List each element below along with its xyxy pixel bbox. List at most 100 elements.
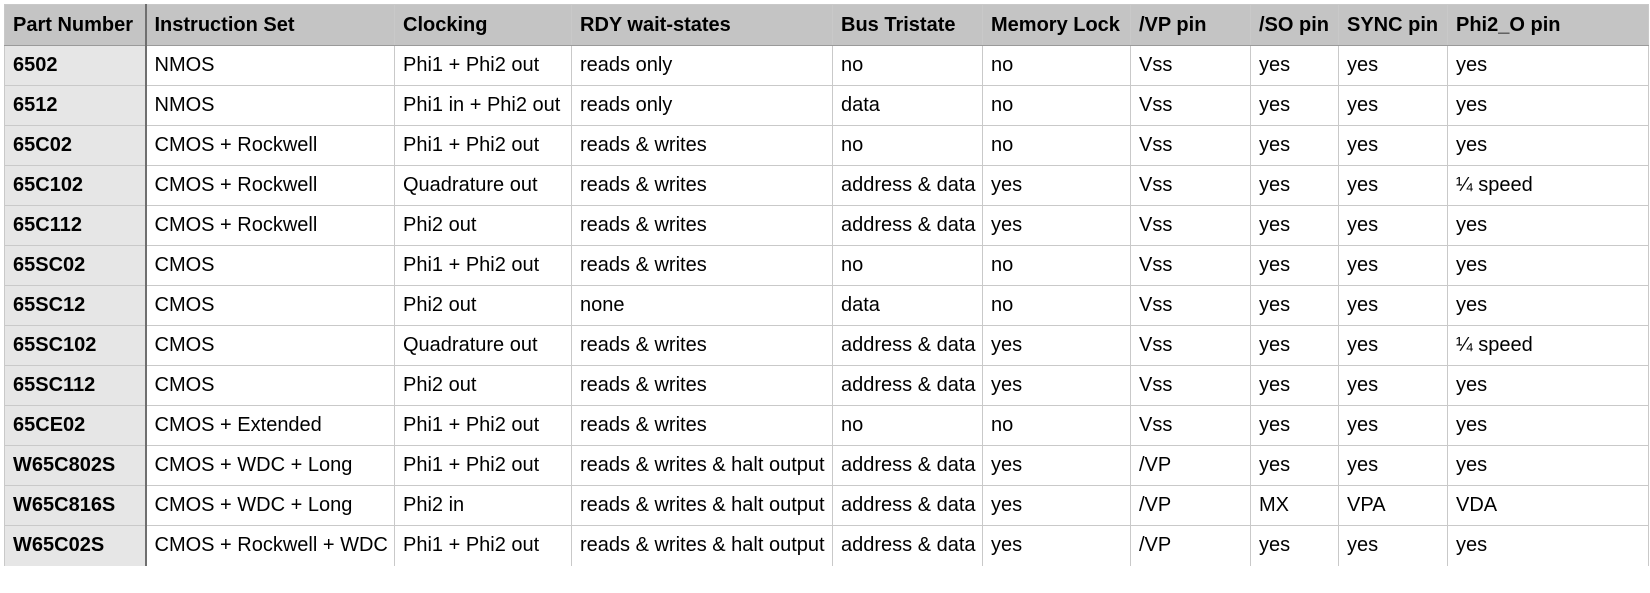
cell-vp-pin: Vss — [1130, 365, 1251, 406]
cell-sync-pin: yes — [1338, 45, 1448, 86]
cell-vp-pin: Vss — [1130, 245, 1251, 286]
cell-phi2-o-pin: yes — [1447, 445, 1649, 486]
cell-bus-tristate: no — [832, 245, 983, 286]
column-header-so-pin: /SO pin — [1250, 4, 1339, 46]
cell-instruction-set: CMOS + Rockwell — [145, 125, 395, 166]
cell-so-pin: yes — [1250, 445, 1339, 486]
cell-phi2-o-pin: yes — [1447, 405, 1649, 446]
cell-instruction-set: CMOS + Rockwell — [145, 205, 395, 246]
cell-phi2-o-pin: yes — [1447, 285, 1649, 326]
cell-rdy-wait-states: reads only — [571, 85, 833, 126]
cell-rdy-wait-states: reads & writes — [571, 125, 833, 166]
cell-phi2-o-pin: yes — [1447, 245, 1649, 286]
cell-rdy-wait-states: none — [571, 285, 833, 326]
cell-vp-pin: Vss — [1130, 205, 1251, 246]
cell-part-number: W65C02S — [4, 525, 147, 566]
cell-bus-tristate: address & data — [832, 525, 983, 566]
cell-instruction-set: CMOS + Rockwell + WDC — [145, 525, 395, 566]
cell-sync-pin: yes — [1338, 205, 1448, 246]
cell-sync-pin: yes — [1338, 325, 1448, 366]
cell-so-pin: yes — [1250, 165, 1339, 206]
cell-bus-tristate: address & data — [832, 445, 983, 486]
cell-phi2-o-pin: yes — [1447, 85, 1649, 126]
cell-memory-lock: yes — [982, 165, 1131, 206]
column-header-bus-tristate: Bus Tristate — [832, 4, 983, 46]
cell-instruction-set: CMOS + WDC + Long — [145, 445, 395, 486]
cell-phi2-o-pin: yes — [1447, 365, 1649, 406]
cell-phi2-o-pin: yes — [1447, 525, 1649, 566]
cell-so-pin: yes — [1250, 405, 1339, 446]
cell-instruction-set: CMOS — [145, 365, 395, 406]
column-header-memory-lock: Memory Lock — [982, 4, 1131, 46]
cell-clocking: Quadrature out — [394, 325, 572, 366]
cell-clocking: Phi2 out — [394, 365, 572, 406]
cell-part-number: 65SC102 — [4, 325, 147, 366]
cell-vp-pin: Vss — [1130, 405, 1251, 446]
cell-clocking: Phi1 + Phi2 out — [394, 125, 572, 166]
cell-bus-tristate: data — [832, 285, 983, 326]
cell-sync-pin: yes — [1338, 125, 1448, 166]
cell-sync-pin: VPA — [1338, 485, 1448, 526]
cell-instruction-set: NMOS — [145, 85, 395, 126]
cell-clocking: Phi2 out — [394, 205, 572, 246]
cell-memory-lock: no — [982, 245, 1131, 286]
column-header-instruction-set: Instruction Set — [145, 4, 395, 46]
cell-memory-lock: yes — [982, 205, 1131, 246]
cell-instruction-set: CMOS — [145, 245, 395, 286]
cell-bus-tristate: data — [832, 85, 983, 126]
cell-so-pin: yes — [1250, 45, 1339, 86]
cell-part-number: 65SC112 — [4, 365, 147, 406]
cell-sync-pin: yes — [1338, 85, 1448, 126]
cell-instruction-set: CMOS + Rockwell — [145, 165, 395, 206]
cell-bus-tristate: no — [832, 125, 983, 166]
cell-clocking: Phi1 + Phi2 out — [394, 245, 572, 286]
column-header-sync-pin: SYNC pin — [1338, 4, 1448, 46]
cell-rdy-wait-states: reads & writes — [571, 325, 833, 366]
cell-phi2-o-pin: ¼ speed — [1447, 165, 1649, 206]
column-header-vp-pin: /VP pin — [1130, 4, 1251, 46]
cell-clocking: Phi2 in — [394, 485, 572, 526]
cell-clocking: Phi1 in + Phi2 out — [394, 85, 572, 126]
cell-instruction-set: CMOS — [145, 285, 395, 326]
cell-part-number: W65C816S — [4, 485, 147, 526]
cell-vp-pin: Vss — [1130, 125, 1251, 166]
cell-so-pin: yes — [1250, 85, 1339, 126]
cell-rdy-wait-states: reads & writes — [571, 245, 833, 286]
cell-instruction-set: CMOS + WDC + Long — [145, 485, 395, 526]
cell-bus-tristate: no — [832, 45, 983, 86]
cell-bus-tristate: address & data — [832, 485, 983, 526]
cell-part-number: 65C02 — [4, 125, 147, 166]
cell-so-pin: yes — [1250, 325, 1339, 366]
cell-vp-pin: Vss — [1130, 45, 1251, 86]
cell-sync-pin: yes — [1338, 525, 1448, 566]
cell-so-pin: yes — [1250, 245, 1339, 286]
cell-phi2-o-pin: yes — [1447, 205, 1649, 246]
cell-part-number: 65SC12 — [4, 285, 147, 326]
cell-part-number: 65C102 — [4, 165, 147, 206]
cell-part-number: 6502 — [4, 45, 147, 86]
cell-so-pin: yes — [1250, 285, 1339, 326]
cell-memory-lock: no — [982, 125, 1131, 166]
cell-so-pin: MX — [1250, 485, 1339, 526]
cell-rdy-wait-states: reads & writes & halt output — [571, 445, 833, 486]
cell-memory-lock: yes — [982, 485, 1131, 526]
cell-memory-lock: yes — [982, 365, 1131, 406]
cell-phi2-o-pin: VDA — [1447, 485, 1649, 526]
cell-clocking: Phi1 + Phi2 out — [394, 445, 572, 486]
cell-vp-pin: Vss — [1130, 325, 1251, 366]
cell-clocking: Phi1 + Phi2 out — [394, 45, 572, 86]
cell-so-pin: yes — [1250, 525, 1339, 566]
column-header-part-number: Part Number — [4, 4, 147, 46]
